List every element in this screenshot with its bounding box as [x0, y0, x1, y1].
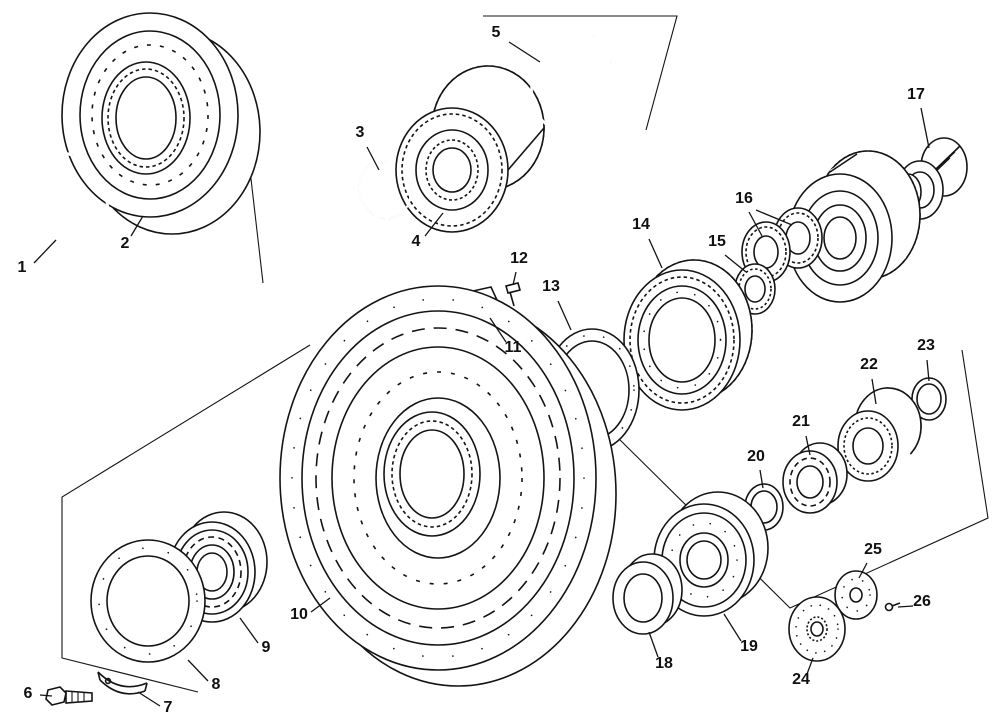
callout-leader-19 — [723, 613, 742, 642]
callout-leader-3 — [366, 146, 380, 171]
callout-label-24: 24 — [792, 671, 810, 688]
callout-label-6: 6 — [24, 685, 33, 702]
callout-leader-12 — [512, 271, 517, 286]
callout-label-26: 26 — [913, 593, 931, 610]
callout-label-20: 20 — [747, 448, 765, 465]
part-1-snap-ring — [16, 151, 110, 261]
callout-label-22: 22 — [860, 356, 878, 373]
clutch-drum-assembly — [787, 150, 922, 303]
callout-leader-1 — [33, 239, 57, 264]
part-7-retaining-clip — [97, 671, 148, 695]
part-8-flange-plate — [90, 539, 206, 663]
callout-label-16: 16 — [735, 190, 753, 207]
callout-label-25: 25 — [864, 541, 882, 558]
group-frame-top-right — [483, 15, 678, 131]
callout-leader-13 — [557, 300, 572, 331]
callout-label-10: 10 — [290, 606, 308, 623]
callout-leader-26 — [897, 605, 914, 608]
part-5-snap-ring — [530, 29, 614, 135]
callout-leader-23 — [926, 359, 930, 382]
callout-label-15: 15 — [708, 233, 726, 250]
part-6-hex-bolt — [45, 686, 93, 706]
part-26-set-screw — [884, 602, 901, 612]
callout-label-23: 23 — [917, 337, 935, 354]
callout-label-13: 13 — [542, 278, 560, 295]
callout-label-8: 8 — [212, 676, 221, 693]
callout-leader-6 — [39, 694, 53, 697]
callout-leader-20 — [759, 469, 764, 489]
callout-leader-16 — [748, 211, 763, 237]
part-24-perforated-disc — [788, 596, 846, 662]
callout-leader-4 — [424, 212, 444, 237]
part-3-snap-ring — [358, 160, 412, 220]
callout-label-9: 9 — [262, 639, 271, 656]
callout-leader-14 — [648, 238, 663, 269]
part-12-bolt — [505, 282, 521, 307]
callout-leader-10 — [310, 597, 331, 613]
part-14-ring-gear — [623, 259, 753, 411]
part-25-retainer-disc — [834, 570, 878, 620]
callout-leader-22 — [871, 378, 877, 405]
callout-leader-8 — [187, 659, 209, 682]
callout-leader-17 — [920, 107, 930, 149]
callout-label-3: 3 — [356, 124, 365, 141]
callout-label-12: 12 — [510, 250, 528, 267]
part-2-pump-wheel — [61, 12, 261, 235]
group-frame-bottom-left — [61, 344, 311, 693]
part-21-bearing-race — [782, 442, 848, 514]
callout-label-17: 17 — [907, 86, 925, 103]
callout-leader-7 — [137, 691, 161, 707]
callout-label-5: 5 — [492, 24, 501, 41]
callout-leader-9 — [239, 617, 259, 644]
callout-leader-2 — [130, 215, 144, 237]
callout-leader-25 — [858, 562, 868, 579]
part-4-gear-hub — [395, 65, 545, 233]
callout-label-19: 19 — [740, 638, 758, 655]
callout-label-11: 11 — [505, 339, 522, 356]
callout-leader-24 — [806, 657, 814, 675]
callout-label-2: 2 — [121, 235, 130, 252]
part-18-race-ring — [612, 553, 683, 635]
part-10-turbine-wheel — [279, 285, 617, 687]
callout-leader-5 — [508, 41, 541, 63]
callout-leader-11 — [489, 317, 507, 343]
part-16-clutch-discs — [741, 207, 823, 283]
callout-label-21: 21 — [792, 413, 810, 430]
callout-label-7: 7 — [164, 699, 173, 716]
callout-label-1: 1 — [18, 259, 27, 276]
callout-leader-15 — [724, 254, 747, 273]
part-23-ring — [911, 377, 947, 421]
callout-label-18: 18 — [655, 655, 673, 672]
callout-leader-16-2 — [755, 209, 793, 226]
callout-label-4: 4 — [412, 233, 421, 250]
callout-layer: 1234567891011121314151617181920212223242… — [18, 24, 935, 716]
callout-leader-18 — [648, 631, 659, 658]
callout-label-14: 14 — [632, 216, 650, 233]
part-22-splined-gear-hub — [837, 387, 922, 482]
callout-leader-21 — [805, 435, 811, 456]
